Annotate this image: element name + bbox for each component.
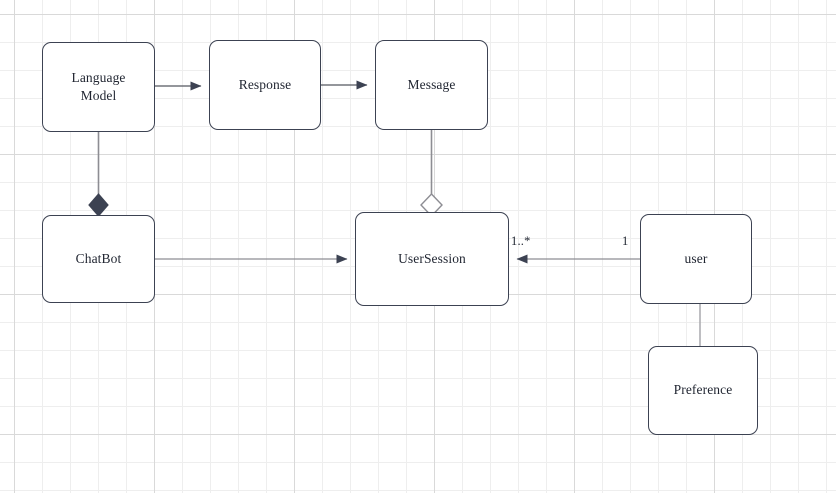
- edge-label-user-multiplicity: 1: [622, 234, 629, 248]
- node-label: ChatBot: [75, 250, 122, 266]
- node-language-model[interactable]: Language Model: [42, 42, 155, 132]
- edge-label-session-multiplicity: 1..*: [511, 234, 531, 248]
- node-preference[interactable]: Preference: [648, 346, 758, 435]
- edge-message-to-user-session: [420, 130, 443, 218]
- node-user-session[interactable]: UserSession: [355, 212, 509, 306]
- node-response[interactable]: Response: [209, 40, 321, 130]
- node-label: Preference: [673, 382, 733, 398]
- node-label: user: [684, 250, 708, 266]
- node-label: Response: [238, 76, 292, 92]
- node-label: Language Model: [71, 69, 126, 103]
- node-label: Message: [407, 76, 456, 92]
- node-chatbot[interactable]: ChatBot: [42, 215, 155, 303]
- composition-diamond-icon: [88, 193, 109, 217]
- node-user[interactable]: user: [640, 214, 752, 304]
- edge-language-model-to-chatbot: [88, 132, 109, 217]
- node-label: UserSession: [398, 250, 466, 266]
- node-message[interactable]: Message: [375, 40, 488, 130]
